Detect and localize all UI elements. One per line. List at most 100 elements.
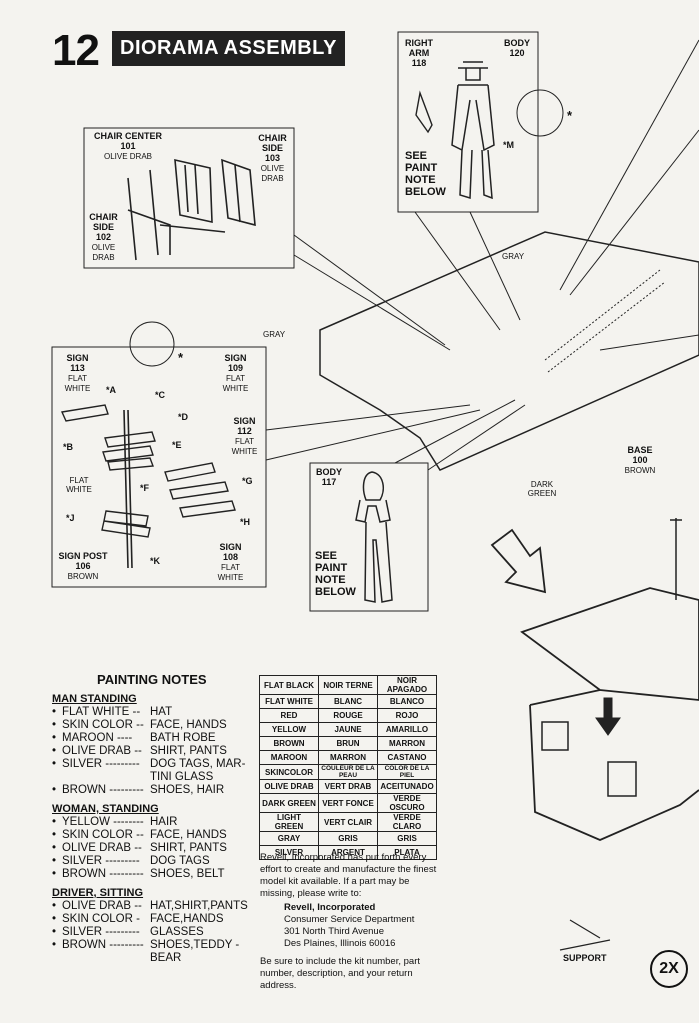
paint-parts: BATH ROBE: [150, 732, 216, 744]
color-table-cell: GRIS: [377, 831, 437, 846]
color-table-cell: VERT DRAB: [318, 779, 378, 794]
paint-color: BROWN ---------: [62, 939, 144, 951]
paint-parts: HAIR: [150, 816, 178, 828]
bullet: •: [52, 758, 57, 770]
painting-note-row: •SILVER ---------DOG TAGS, MAR-TINI GLAS…: [52, 758, 252, 784]
bullet: •: [52, 719, 57, 731]
color-table-cell: NOIR APAGADO: [377, 675, 437, 695]
painting-group-heading: MAN STANDING: [52, 693, 137, 705]
color-table-cell: VERT CLAIR: [318, 812, 378, 832]
marker-m: *M: [503, 140, 515, 150]
color-table-cell: FLAT BLACK: [259, 675, 319, 695]
bullet: •: [52, 913, 57, 925]
paint-color: SKIN COLOR -: [62, 913, 140, 925]
painting-note-row: •BROWN ---------SHOES,TEDDY - BEAR: [52, 939, 252, 965]
painting-note-row: •FLAT WHITE --HAT: [52, 706, 252, 719]
revell-intro: Revell, Incorporated has put forth every…: [260, 852, 437, 899]
marker-f: *F: [140, 483, 150, 493]
flat-white-label: FLAT WHITE: [66, 476, 92, 494]
paint-color: YELLOW --------: [62, 816, 144, 828]
step-title: DIORAMA ASSEMBLY: [112, 31, 345, 66]
painting-note-row: •OLIVE DRAB --HAT,SHIRT,PANTS: [52, 900, 252, 913]
color-table-cell: RED: [259, 708, 319, 723]
chair-box: [83, 127, 295, 269]
painting-note-row: •OLIVE DRAB --SHIRT, PANTS: [52, 745, 252, 758]
marker-d: *D: [178, 412, 189, 422]
color-table-cell: AMARILLO: [377, 722, 437, 737]
painting-notes: PAINTING NOTES MAN STANDING•FLAT WHITE -…: [52, 672, 252, 965]
painting-note-row: •SILVER ---------DOG TAGS: [52, 855, 252, 868]
revell-addr2: 301 North Third Avenue: [284, 926, 384, 937]
paint-parts: FACE, HANDS: [150, 719, 227, 731]
paint-parts: SHIRT, PANTS: [150, 842, 227, 854]
bullet: •: [52, 816, 57, 828]
marker-c: *C: [155, 390, 166, 400]
color-table-cell: SKINCOLOR: [259, 764, 319, 780]
marker-e: *E: [172, 440, 182, 450]
painting-notes-title: PAINTING NOTES: [97, 672, 207, 687]
color-table-cell: PLATA: [377, 845, 437, 860]
color-table-cell: MARRON: [377, 736, 437, 751]
color-table-cell: YELLOW: [259, 722, 319, 737]
color-table-cell: COLOR DE LA PIEL: [377, 764, 437, 780]
marker-j: *J: [66, 513, 75, 523]
gray-label-top: GRAY: [502, 252, 525, 261]
painting-group-heading: WOMAN, STANDING: [52, 803, 159, 815]
revell-footer: Be sure to include the kit number, part …: [260, 956, 421, 991]
painting-note-row: • OLIVE DRAB -- SHIRT, PANTS: [52, 842, 252, 855]
color-table-cell: JAUNE: [318, 722, 378, 737]
paint-parts: DOG TAGS: [150, 855, 210, 867]
woman-paint-note: SEE PAINT NOTE BELOW: [315, 550, 356, 598]
paint-parts: DOG TAGS, MAR-TINI GLASS: [150, 758, 246, 783]
bullet: •: [52, 732, 57, 744]
paint-parts: SHOES, BELT: [150, 868, 225, 880]
revell-contact: Revell, Incorporated has put forth every…: [260, 852, 440, 992]
painting-note-row: • SKIN COLOR -- FACE, HANDS: [52, 719, 252, 732]
bullet: •: [52, 784, 57, 796]
color-table-cell: BROWN: [259, 736, 319, 751]
revell-addr1: Consumer Service Department: [284, 914, 415, 925]
color-table-cell: VERDE CLARO: [377, 812, 437, 832]
man-box: [397, 31, 539, 213]
color-table-cell: BLANC: [318, 694, 378, 709]
revell-company: Revell, Incorporated: [284, 902, 376, 913]
color-table-cell: VERDE OSCURO: [377, 793, 437, 813]
painting-note-row: •BROWN ---------SHOES, HAIR: [52, 784, 252, 797]
man-paint-note: SEE PAINT NOTE BELOW: [405, 150, 446, 198]
bullet: •: [52, 855, 57, 867]
bullet: •: [52, 868, 57, 880]
paint-color: OLIVE DRAB --: [62, 900, 142, 912]
color-table-cell: COULEUR DE LA PEAU: [318, 764, 378, 780]
paint-parts: SHOES,TEDDY - BEAR: [150, 939, 240, 964]
color-table-cell: FLAT WHITE: [259, 694, 319, 709]
woman-box: [309, 462, 429, 612]
asterisk-icon: *: [567, 108, 573, 123]
paint-color: SKIN COLOR --: [62, 719, 144, 731]
step-number: 12: [52, 26, 100, 75]
paint-color: SKIN COLOR --: [62, 829, 144, 841]
dark-green-label: DARK GREEN: [527, 480, 557, 498]
paint-parts: FACE,HANDS: [150, 913, 224, 925]
paint-color: OLIVE DRAB --: [62, 745, 142, 757]
gray-label-left: GRAY: [263, 330, 286, 339]
bullet: •: [52, 926, 57, 938]
color-table-cell: LIGHT GREEN: [259, 812, 319, 832]
bullet: •: [52, 842, 57, 854]
color-table-cell: MAROON: [259, 750, 319, 765]
painting-note-row: •MAROON ----BATH ROBE: [52, 732, 252, 745]
color-table-cell: OLIVE DRAB: [259, 779, 319, 794]
paint-color: OLIVE DRAB --: [62, 842, 142, 854]
marker-a: *A: [106, 385, 117, 395]
painting-note-row: •SKIN COLOR --FACE, HANDS: [52, 829, 252, 842]
paint-color: BROWN ---------: [62, 868, 144, 880]
color-table-cell: ROUGE: [318, 708, 378, 723]
